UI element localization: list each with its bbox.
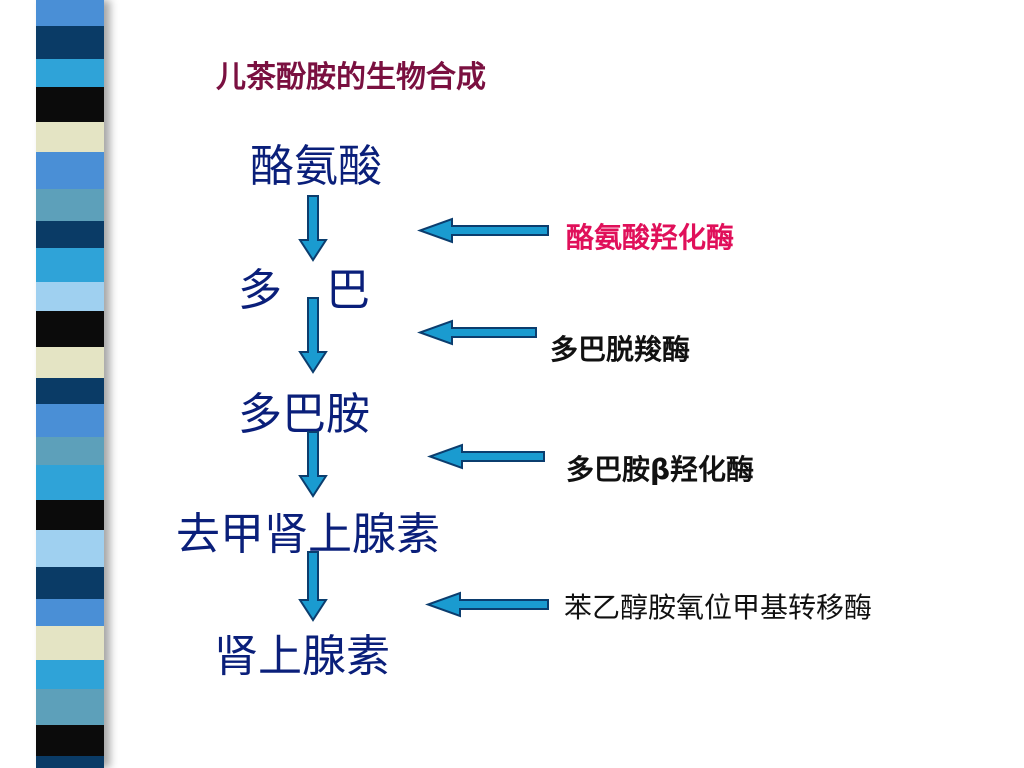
compound-dopamine: 多巴胺: [238, 389, 370, 440]
left-arrow-icon: [417, 319, 537, 346]
compound-dopa: 多 巴: [238, 265, 370, 316]
stripe-segment: [36, 689, 104, 725]
stripe-segment: [36, 152, 104, 189]
down-arrow-icon: [298, 551, 328, 622]
stripe-segment: [36, 756, 104, 768]
left-arrow-icon: [425, 591, 549, 618]
left-arrow-icon: [417, 217, 549, 244]
enzyme-pnmt: 苯乙醇胺氧位甲基转移酶: [564, 591, 873, 624]
compound-tyrosine: 酪氨酸: [250, 141, 382, 192]
left-arrow-icon: [427, 443, 545, 470]
stripe-segment: [36, 282, 104, 311]
stripe-segment: [36, 347, 104, 378]
down-arrow-icon: [298, 195, 328, 262]
stripe-segment: [36, 530, 104, 567]
enzyme-dopamine-beta-hydroxylase: 多巴胺β羟化酶: [566, 453, 755, 486]
stripe-segment: [36, 404, 104, 437]
enzyme-dopa-decarboxylase: 多巴脱羧酶: [550, 333, 691, 366]
stripe-segment: [36, 311, 104, 347]
stripe-segment: [36, 87, 104, 122]
stripe-segment: [36, 26, 104, 59]
stripe-segment: [36, 725, 104, 756]
stripe-segment: [36, 0, 104, 26]
down-arrow-icon: [298, 431, 328, 498]
decorative-stripe-bar: [36, 0, 104, 768]
stripe-segment: [36, 437, 104, 465]
stripe-segment: [36, 660, 104, 689]
compound-epinephrine: 肾上腺素: [214, 631, 390, 682]
stripe-segment: [36, 189, 104, 221]
stripe-segment: [36, 599, 104, 626]
stripe-segment: [36, 567, 104, 599]
down-arrow-icon: [298, 297, 328, 374]
stripe-segment: [36, 626, 104, 660]
stripe-segment: [36, 59, 104, 87]
stripe-segment: [36, 465, 104, 500]
stripe-segment: [36, 378, 104, 404]
stripe-segment: [36, 221, 104, 248]
stripe-segment: [36, 500, 104, 530]
stripe-segment: [36, 248, 104, 282]
slide-title: 儿茶酚胺的生物合成: [216, 60, 486, 95]
enzyme-tyrosine-hydroxylase: 酪氨酸羟化酶: [566, 221, 735, 254]
stripe-segment: [36, 122, 104, 152]
